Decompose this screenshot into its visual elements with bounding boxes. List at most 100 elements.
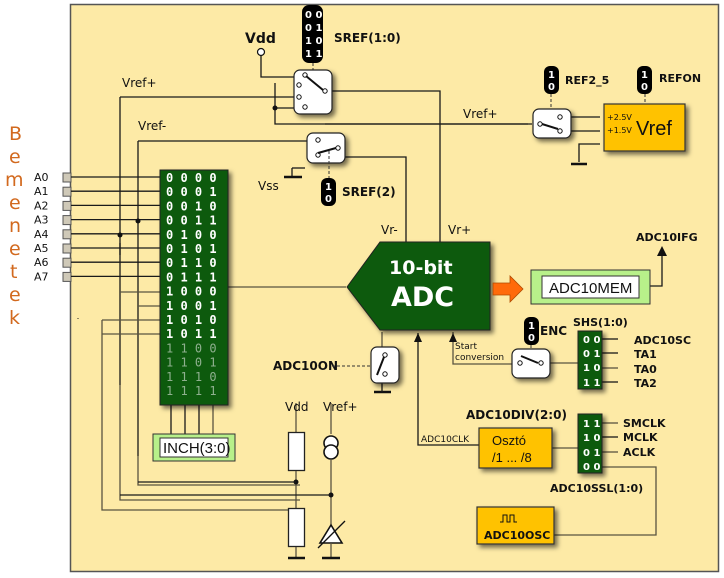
ssel-source: SMCLK: [623, 417, 666, 430]
shs-label: SHS(1:0): [573, 316, 628, 329]
refon-label: REFON: [659, 72, 701, 85]
ref25-switch[interactable]: [532, 108, 572, 139]
pin-label: A6: [34, 256, 49, 269]
vr-minus-label: Vr-: [381, 223, 398, 237]
vss-label: Vss: [258, 179, 279, 193]
sref-code: 0 1: [305, 23, 322, 34]
sensor-vdd-label: Vdd: [285, 400, 308, 414]
side-letter: k: [9, 307, 20, 329]
divider-line1: Osztó: [492, 433, 526, 448]
ssel-label: ADC10SSL(1:0): [550, 482, 643, 495]
adc10on-switch[interactable]: [370, 346, 400, 384]
enc-label: ENC: [540, 324, 567, 338]
shs-source: TA1: [634, 348, 657, 361]
ssel-source: ACLK: [623, 446, 656, 459]
pin-label: A3: [34, 214, 49, 227]
mux-code-unused: 1 1 0 0: [166, 341, 217, 355]
vref-generator: +2.5V +1.5V Vref: [603, 103, 686, 152]
pin-label: A4: [34, 228, 49, 241]
side-letter: B: [9, 123, 22, 145]
side-letter: e: [9, 238, 21, 260]
enc-bit-selector[interactable]: 1 0: [524, 317, 539, 345]
sref-code: 1 0: [305, 36, 322, 47]
sref-switch[interactable]: [293, 69, 333, 115]
mux-code-unused: 1 1 0 1: [166, 356, 217, 370]
start-conversion-line1: Start: [455, 342, 477, 352]
mux-code: 0 0 1 1: [166, 214, 217, 228]
pin-terminal[interactable]: [62, 200, 72, 211]
ssel-source: MCLK: [623, 431, 658, 444]
pin-label: A0: [34, 171, 49, 184]
sref-label: SREF(1:0): [334, 31, 401, 45]
adc10osc-oscillator: ADC10OSC: [476, 506, 555, 545]
vref-out-low: +1.5V: [607, 126, 632, 135]
shs-code: 1 1: [583, 378, 600, 389]
shs-code: 1 0: [583, 363, 600, 374]
input-multiplexer: 0 0 0 00 0 0 10 0 1 00 0 1 10 1 0 00 1 0…: [159, 169, 229, 406]
side-label-inputs: B e m e n e t e k: [5, 123, 24, 329]
refon-bit-selector[interactable]: 1 0: [637, 66, 652, 94]
shs-code: 0 1: [583, 349, 600, 360]
ssel-code: 0 0: [583, 462, 600, 473]
enc-bit: 0: [528, 333, 535, 344]
ssel-code: 1 1: [583, 419, 600, 430]
mux-code: 0 1 1 1: [166, 270, 217, 284]
mux-code: 1 0 0 0: [166, 285, 217, 299]
vref-plus-label: Vref+: [122, 76, 157, 90]
sref-code: 0 0: [305, 10, 322, 21]
pin-label: A2: [34, 199, 49, 212]
ref25-bit-selector[interactable]: 1 0: [544, 66, 559, 94]
shs-source: ADC10SC: [634, 334, 691, 347]
sref-bit-selector[interactable]: 0 0 0 1 1 0 1 1: [302, 5, 323, 63]
pin-terminal[interactable]: [62, 186, 72, 197]
ssel-multiplexer: 1 1 1 0 0 1 0 0: [577, 413, 603, 474]
pin-terminal[interactable]: [62, 271, 72, 282]
adc10mem-label: ADC10MEM: [549, 280, 632, 297]
pin-terminal[interactable]: [62, 215, 72, 226]
mux-code: 1 0 0 1: [166, 299, 217, 313]
mux-code: 1 0 1 0: [166, 313, 217, 327]
inch-register[interactable]: INCH(3:0): [152, 433, 236, 462]
side-letter: e: [9, 192, 21, 214]
vref-out-high: +2.5V: [607, 113, 632, 122]
ssel-code: 1 0: [583, 433, 600, 444]
adc-line2: ADC: [391, 282, 454, 313]
shs-multiplexer: 0 0 0 1 1 0 1 1: [577, 330, 603, 390]
adc10div-label: ADC10DIV(2:0): [466, 408, 567, 422]
side-letter: e: [9, 146, 21, 168]
mux-code: 0 1 1 0: [166, 256, 217, 270]
sref2-bit: 1: [325, 182, 332, 193]
mux-code-unused: 1 1 1 1: [166, 384, 217, 398]
pin-terminal[interactable]: [62, 243, 72, 254]
pin-terminal[interactable]: [62, 229, 72, 240]
divider-line2: /1 ... /8: [492, 450, 532, 465]
wiring: [77, 52, 667, 560]
mux-code: 0 0 0 0: [166, 171, 217, 185]
side-letter: t: [10, 261, 17, 283]
mux-code: 0 0 1 0: [166, 199, 217, 213]
pin-terminal[interactable]: [62, 257, 72, 268]
sensor-vref-plus-label: Vref+: [323, 400, 358, 414]
vr-plus-label: Vr+: [448, 223, 471, 237]
adc10mem-register[interactable]: ADC10MEM: [530, 269, 651, 305]
adc10on-label: ADC10ON: [273, 359, 338, 373]
vref-minus-label: Vref-: [138, 119, 166, 133]
shs-source: TA0: [634, 363, 657, 376]
mux-code: 0 0 0 1: [166, 185, 217, 199]
data-flow-arrow-icon: [492, 275, 524, 303]
vref-plus-right-label: Vref+: [463, 107, 498, 121]
sref2-bit-selector[interactable]: 1 0: [321, 178, 336, 206]
sref2-bit: 0: [325, 194, 332, 205]
pin-label: A5: [34, 242, 49, 255]
enc-switch[interactable]: [511, 348, 551, 379]
mux-code: 1 0 1 1: [166, 327, 217, 341]
ref25-label: REF2_5: [565, 74, 609, 87]
adc10clk-label: ADC10CLK: [421, 435, 470, 445]
sref2-switch[interactable]: [306, 132, 346, 164]
vref-title: Vref: [636, 118, 672, 140]
pin-terminal[interactable]: [62, 172, 72, 183]
adc-core: 10-bit ADC: [346, 241, 491, 331]
side-letter: m: [5, 169, 24, 191]
